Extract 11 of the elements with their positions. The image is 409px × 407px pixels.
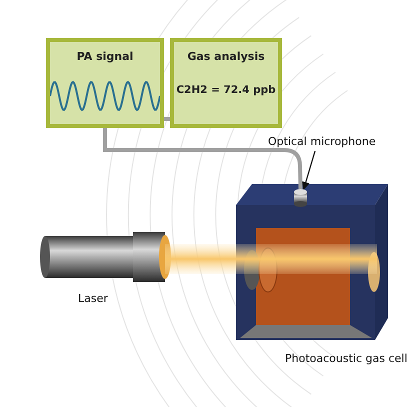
display-panel — [46, 38, 164, 128]
panel-title: PA signal — [76, 50, 134, 63]
panel-title: Gas analysis — [186, 50, 266, 63]
display-panel — [170, 38, 282, 128]
measurement-value: C2H2 = 72.4 ppb — [175, 84, 277, 96]
leader-arrow — [302, 150, 316, 190]
device-label: Photoacoustic gas cell — [285, 352, 408, 365]
cable-line — [164, 117, 170, 121]
callout-label: Optical microphone — [268, 135, 376, 148]
device-label: Laser — [78, 292, 108, 305]
cable-line — [103, 128, 302, 190]
